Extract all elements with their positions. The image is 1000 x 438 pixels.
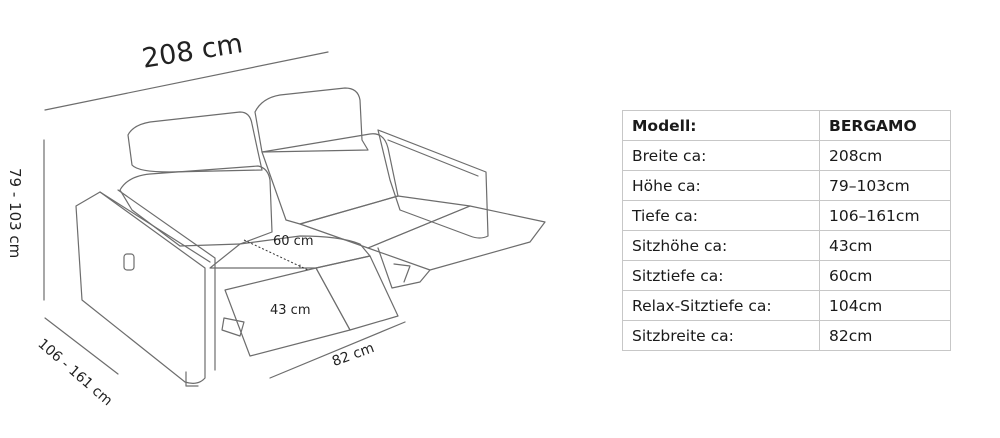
table-row: Tiefe ca: 106–161cm (622, 200, 951, 231)
row-label: Höhe ca: (622, 170, 820, 201)
seat-left (209, 235, 371, 269)
header-value: BERGAMO (819, 110, 951, 141)
seat-front-right (315, 255, 399, 331)
armrest-right (377, 129, 489, 239)
width-dimension-line (44, 51, 329, 111)
table-row: Sitztiefe ca: 60cm (622, 260, 951, 291)
row-label: Relax-Sitztiefe ca: (622, 290, 820, 321)
row-value: 106–161cm (819, 200, 951, 231)
row-value: 79–103cm (819, 170, 951, 201)
row-label: Sitztiefe ca: (622, 260, 820, 291)
relax-footrest (367, 205, 546, 271)
row-value: 43cm (819, 230, 951, 261)
power-button-icon (123, 253, 135, 271)
table-row: Relax-Sitztiefe ca: 104cm (622, 290, 951, 321)
seat-depth-dimension-label: 60 cm (273, 234, 314, 249)
row-value: 104cm (819, 290, 951, 321)
seat-right (299, 195, 471, 249)
row-label: Tiefe ca: (622, 200, 820, 231)
headrest-right (254, 87, 369, 153)
table-row: Sitzhöhe ca: 43cm (622, 230, 951, 261)
sofa-drawing: 208 cm 79 - 103 cm 106 - 161 cm 60 cm 43… (6, 28, 546, 409)
headrest-left (127, 111, 263, 173)
height-dimension-label: 79 - 103 cm (6, 168, 24, 259)
depth-dimension-line (44, 317, 119, 375)
row-value: 208cm (819, 140, 951, 171)
sofa-sketch (43, 51, 546, 387)
row-label: Sitzbreite ca: (622, 320, 820, 351)
table-row: Sitzbreite ca: 82cm (622, 320, 951, 351)
row-value: 82cm (819, 320, 951, 351)
seat-width-dimension-line (269, 321, 406, 379)
seat-height-dimension-label: 43 cm (270, 303, 311, 318)
armrest-left (75, 191, 206, 384)
table-row: Höhe ca: 79–103cm (622, 170, 951, 201)
row-label: Breite ca: (622, 140, 820, 171)
table-row: Breite ca: 208cm (622, 140, 951, 171)
backrest-left (119, 165, 273, 247)
table-header-row: Modell: BERGAMO (622, 110, 951, 141)
backrest-right (261, 133, 399, 225)
spec-table: Modell: BERGAMO Breite ca: 208cm Höhe ca… (622, 110, 951, 351)
row-value: 60cm (819, 260, 951, 291)
row-label: Sitzhöhe ca: (622, 230, 820, 261)
header-label: Modell: (622, 110, 820, 141)
